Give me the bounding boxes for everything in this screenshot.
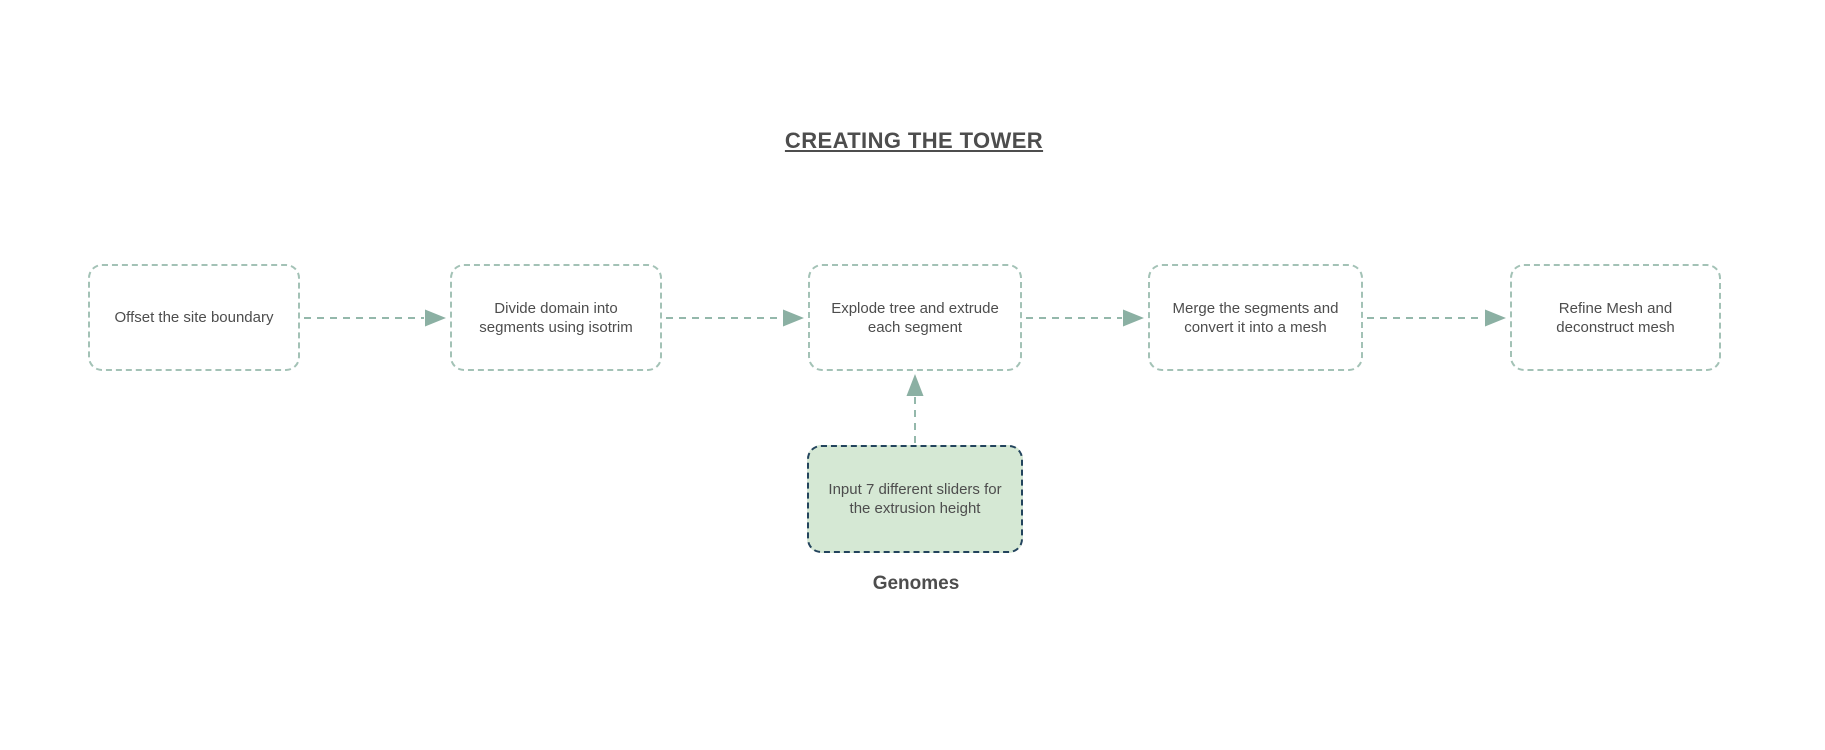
node-label: Merge the segments and convert it into a… bbox=[1172, 299, 1339, 336]
node-refine-deconstruct-mesh[interactable]: Refine Mesh and deconstruct mesh bbox=[1510, 264, 1721, 371]
arrow-node1-to-node2 bbox=[304, 309, 446, 327]
arrow-node2-to-node3 bbox=[666, 309, 804, 327]
arrow-input-to-node3 bbox=[906, 374, 924, 443]
node-label: Divide domain into segments using isotri… bbox=[479, 299, 633, 336]
node-divide-domain-isotrim[interactable]: Divide domain into segments using isotri… bbox=[450, 264, 662, 371]
node-label: Explode tree and extrude each segment bbox=[831, 299, 999, 336]
node-label: Input 7 different sliders for the extrus… bbox=[828, 481, 1002, 517]
node-label: Offset the site boundary bbox=[114, 309, 274, 326]
node-explode-tree-extrude[interactable]: Explode tree and extrude each segment bbox=[808, 264, 1022, 371]
genomes-caption: Genomes bbox=[872, 573, 960, 594]
node-merge-segments-mesh[interactable]: Merge the segments and convert it into a… bbox=[1148, 264, 1363, 371]
node-offset-site-boundary[interactable]: Offset the site boundary bbox=[88, 264, 300, 371]
node-genomes-sliders-input[interactable]: Input 7 different sliders for the extrus… bbox=[807, 445, 1023, 553]
arrow-node4-to-node5 bbox=[1367, 309, 1506, 327]
arrow-node3-to-node4 bbox=[1026, 309, 1144, 327]
node-label: Refine Mesh and deconstruct mesh bbox=[1556, 299, 1675, 336]
diagram-title: CREATING THE TOWER bbox=[784, 128, 1044, 153]
